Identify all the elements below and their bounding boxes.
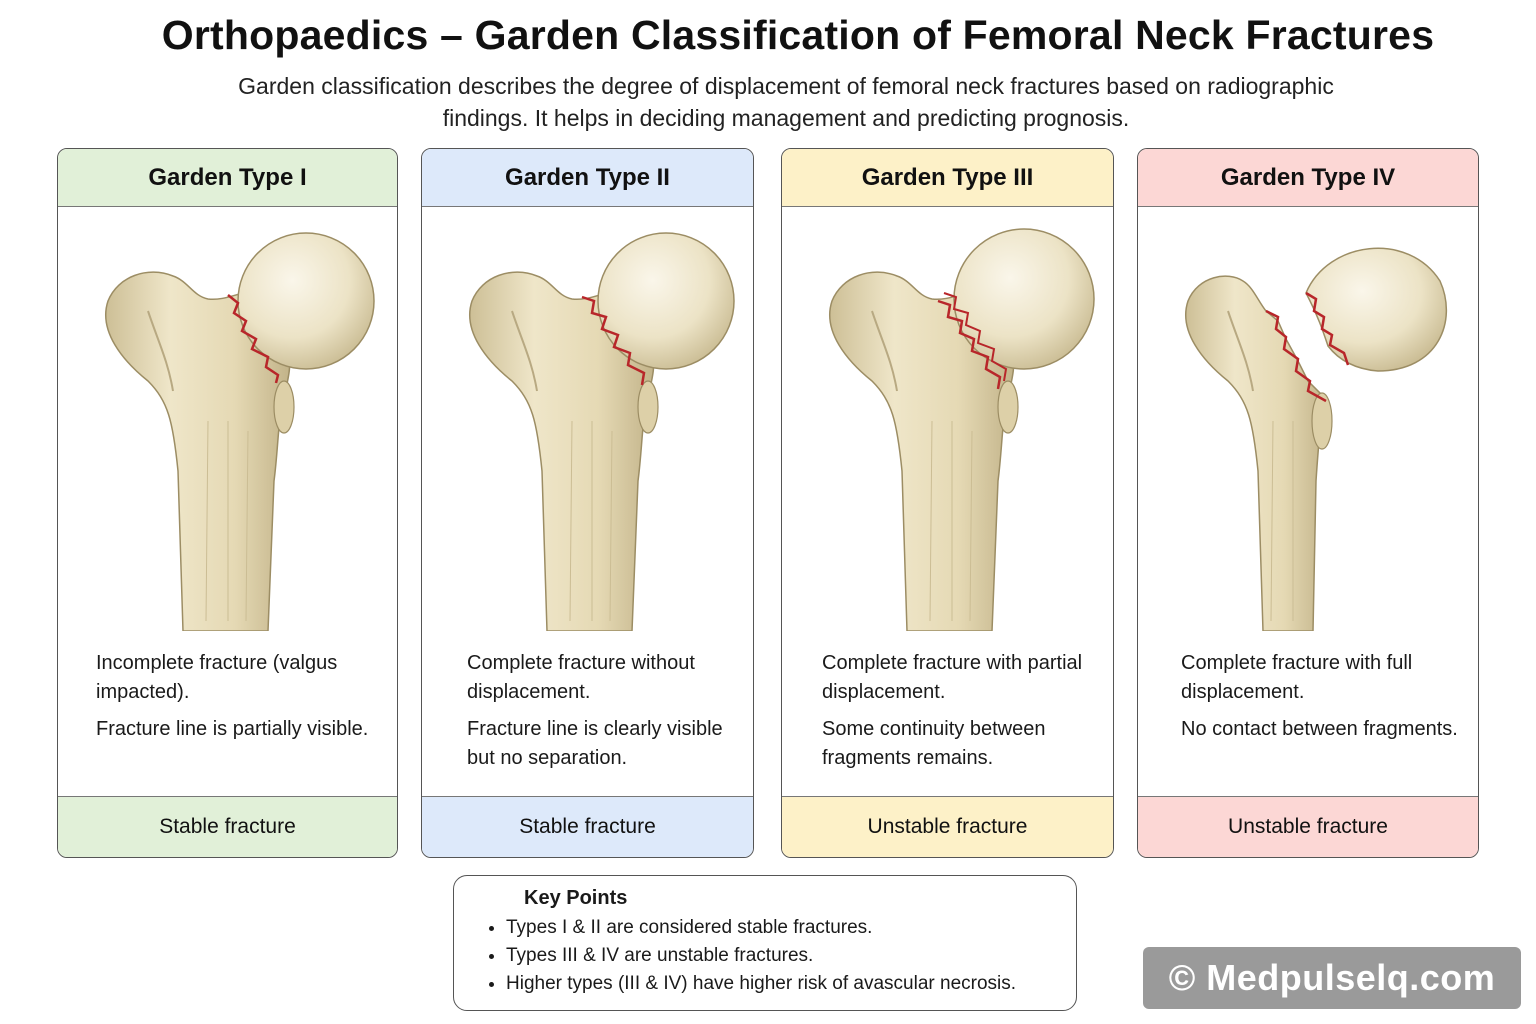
desc-line-1: Complete fracture with full displacement… [1181,652,1413,703]
card-description: Complete fracture with full displacement… [1181,649,1461,752]
desc-line-2: Fracture line is clearly visible but no … [467,718,723,769]
card-garden-type-2: Garden Type II Complete fracture without… [421,148,754,858]
desc-line-2: Some continuity between fragments remain… [822,718,1046,769]
key-points-box: Key Points Types I & II are considered s… [453,875,1077,1011]
card-description: Complete fracture with partial displacem… [822,649,1107,781]
card-description: Incomplete fracture (valgus impacted). F… [96,649,376,752]
desc-line-1: Incomplete fracture (valgus impacted). [96,652,338,703]
stability-label: Stable fracture [58,796,397,857]
card-garden-type-3: Garden Type III Complete fracture with p… [781,148,1114,858]
desc-line-1: Complete fracture with partial displacem… [822,652,1083,703]
key-points-title: Key Points [524,887,628,909]
card-garden-type-1: Garden Type I Incomplete fracture (valgu… [57,148,398,858]
stability-label: Stable fracture [422,796,753,857]
femur-illustration-type-2 [469,232,735,631]
key-point-item: Types III & IV are unstable fractures. [506,942,1016,970]
key-point-item: Types I & II are considered stable fract… [506,914,1016,942]
card-header: Garden Type I [58,149,397,207]
card-description: Complete fracture without displacement. … [467,649,747,781]
page-subtitle: Garden classification describes the degr… [238,73,1334,131]
watermark: © Medpulselq.com [1143,947,1521,1009]
desc-line-1: Complete fracture without displacement. [467,652,695,703]
stability-label: Unstable fracture [1138,796,1478,857]
femur-illustration-type-3 [829,228,1095,631]
desc-line-2: No contact between fragments. [1181,718,1458,740]
key-points-list: Types I & II are considered stable fract… [478,914,1016,998]
desc-line-2: Fracture line is partially visible. [96,718,369,740]
page-title: Orthopaedics – Garden Classification of … [161,12,1435,58]
card-garden-type-4: Garden Type IV Complete fracture with fu… [1137,148,1479,858]
femur-illustration-type-1 [105,232,375,631]
card-header: Garden Type III [782,149,1113,207]
card-header: Garden Type II [422,149,753,207]
femur-illustration-type-4 [1185,247,1448,631]
key-point-item: Higher types (III & IV) have higher risk… [506,970,1016,998]
card-header: Garden Type IV [1138,149,1478,207]
stability-label: Unstable fracture [782,796,1113,857]
